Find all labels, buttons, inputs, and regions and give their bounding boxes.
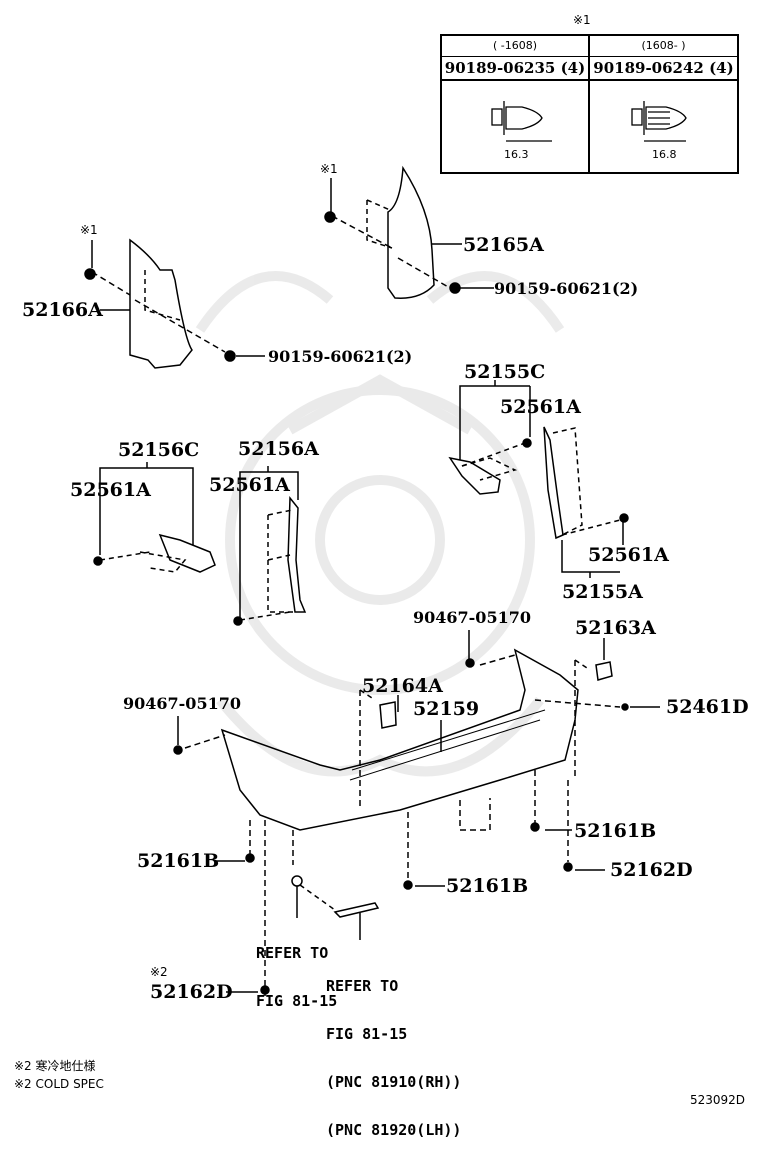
part-label-52561A[interactable]: 52561A: [70, 479, 151, 501]
footnote-en: ※2 COLD SPEC: [14, 1077, 104, 1091]
part-label-52164A[interactable]: 52164A: [362, 675, 443, 697]
part-label-52561A[interactable]: 52561A: [588, 544, 669, 566]
part-label-52461D[interactable]: 52461D: [666, 696, 749, 718]
part-number-link[interactable]: 90189-06242 (4): [590, 57, 737, 81]
date-range: (1608- ): [590, 36, 737, 57]
part-label-52161B[interactable]: 52161B: [574, 820, 657, 842]
refer-line: REFER TO: [326, 977, 399, 995]
clip-dimension: 16.3: [504, 148, 529, 161]
part-label-52155C[interactable]: 52155C: [464, 361, 546, 383]
part-label-52161B[interactable]: 52161B: [446, 875, 529, 897]
part-label-52166A[interactable]: 52166A: [22, 299, 103, 321]
note-mark-2: ※2: [150, 965, 168, 979]
table-column-early: ( -1608) 90189-06235 (4) 16.3: [442, 36, 590, 172]
refer-line: (PNC 81910(RH)): [326, 1073, 462, 1091]
note-mark-1: ※1: [320, 162, 338, 176]
part-label-52162D[interactable]: 52162D: [610, 859, 693, 881]
refer-line: FIG 81-15: [326, 1025, 408, 1043]
part-label-52165A[interactable]: 52165A: [463, 234, 544, 256]
refer-line: FIG 81-15: [256, 992, 338, 1010]
table-column-late: (1608- ) 90189-06242 (4) 16.8: [590, 36, 737, 172]
part-label-90467-05170[interactable]: 90467-05170: [413, 608, 531, 627]
clip-spec-table: ( -1608) 90189-06235 (4) 16.3 (1608- ) 9…: [440, 34, 739, 174]
part-label-52561A[interactable]: 52561A: [209, 474, 290, 496]
part-number-link[interactable]: 90189-06235 (4): [442, 57, 588, 81]
refer-to-fig-link[interactable]: REFER TO FIG 81-15 (PNC 81910(RH)) (PNC …: [326, 946, 461, 1170]
exploded-view-drawing: [84, 165, 660, 1000]
clip-dimension: 16.8: [652, 148, 677, 161]
part-label-52162D[interactable]: 52162D: [150, 981, 233, 1003]
part-label-52155A[interactable]: 52155A: [562, 581, 643, 603]
refer-to-fig-link[interactable]: REFER TO FIG 81-15: [256, 913, 337, 1041]
part-label-90159-60621[interactable]: 90159-60621(2): [494, 279, 639, 298]
date-range: ( -1608): [442, 36, 588, 57]
diagram-id: 523092D: [690, 1093, 746, 1107]
clip-icon: [491, 101, 552, 142]
part-label-52561A[interactable]: 52561A: [500, 396, 581, 418]
note-mark-1: ※1: [80, 223, 98, 237]
footnote-jp: ※2 寒冷地仕様: [14, 1059, 96, 1073]
part-label-52156A[interactable]: 52156A: [238, 438, 319, 460]
part-label-52161B[interactable]: 52161B: [137, 850, 220, 872]
part-label-90159-60621[interactable]: 90159-60621(2): [268, 347, 413, 366]
part-label-52156C[interactable]: 52156C: [118, 439, 200, 461]
part-label-52159[interactable]: 52159: [413, 698, 480, 720]
refer-line: (PNC 81920(LH)): [326, 1121, 462, 1139]
refer-line: REFER TO: [256, 944, 329, 962]
part-label-90467-05170[interactable]: 90467-05170: [123, 694, 241, 713]
parts-diagram: ※1 ( -1608) 90189-06235 (4) 16.3 (1608- …: [14, 13, 749, 1138]
part-label-52163A[interactable]: 52163A: [575, 617, 656, 639]
clip-icon: [631, 101, 687, 142]
note-mark-1: ※1: [573, 13, 591, 27]
